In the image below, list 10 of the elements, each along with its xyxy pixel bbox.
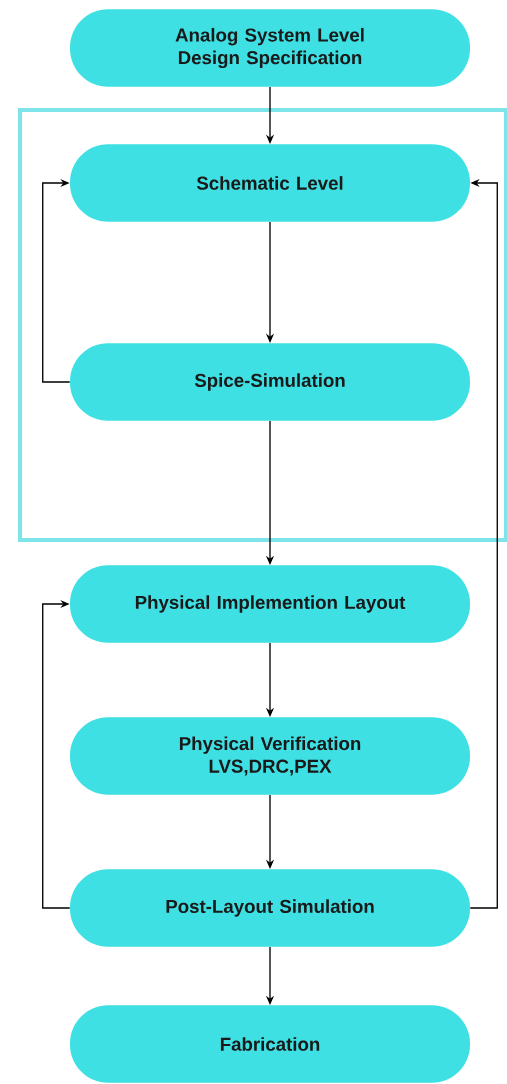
process-box: Analog System Level Design Specification (70, 9, 470, 87)
process-box: Physical Verification LVS,DRC,PEX (70, 717, 470, 795)
arrow (42, 599, 71, 909)
process-box: Schematic Level (70, 144, 470, 222)
process-box: Post-Layout Simulation (70, 869, 470, 947)
frame-box (18, 108, 507, 542)
process-box: Fabrication (70, 1005, 470, 1083)
arrow (42, 178, 71, 383)
process-box: Spice-Simulation (70, 343, 470, 421)
process-box: Physical Implemention Layout (70, 565, 470, 643)
